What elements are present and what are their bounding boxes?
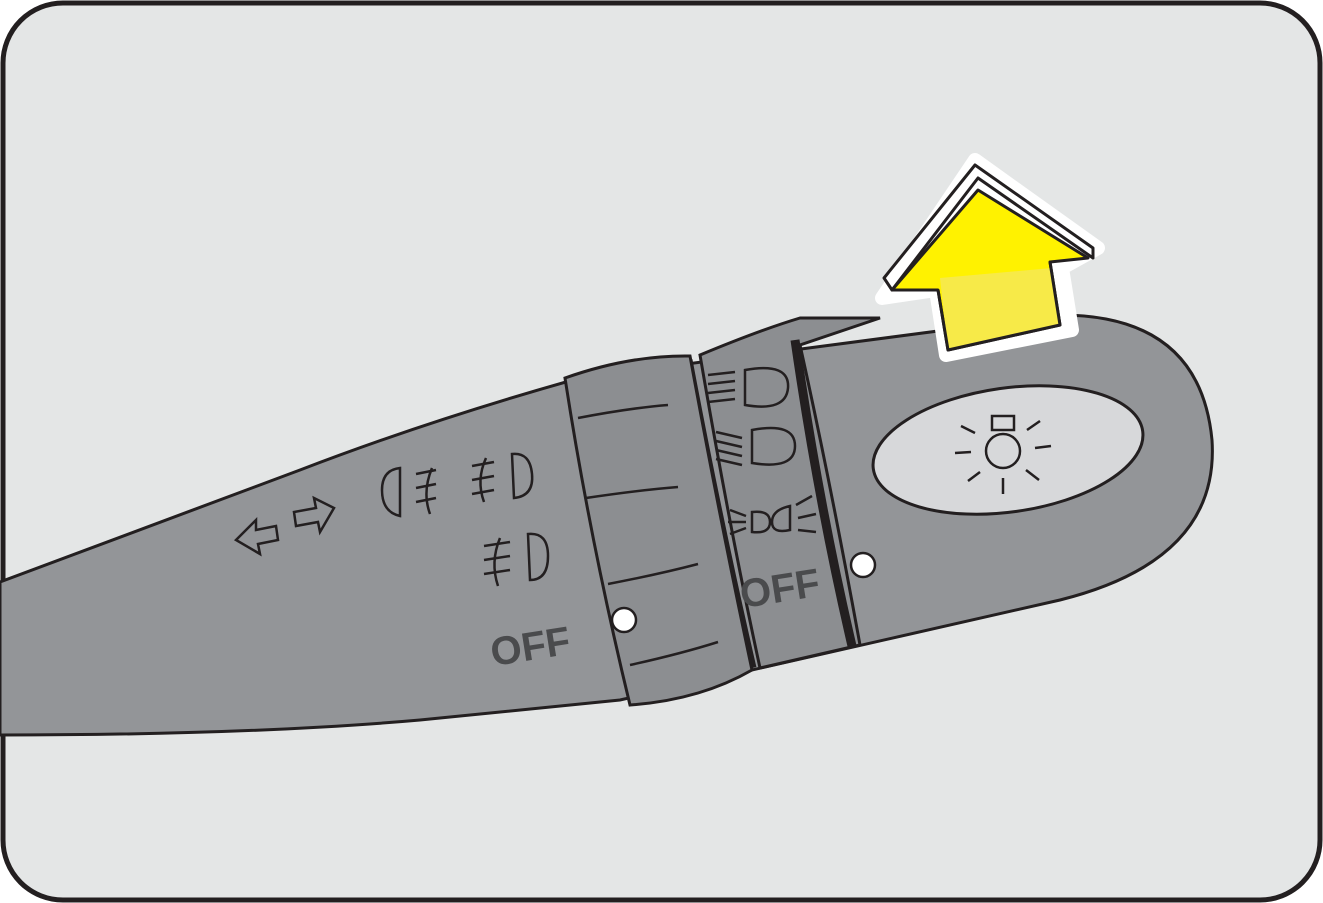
arrow-lower-outline — [936, 261, 1062, 352]
arrow-lower-shade — [940, 268, 1060, 350]
low-beam-icon — [715, 426, 797, 467]
rear-fog-lamp-icon — [483, 532, 550, 587]
ring-band-right — [790, 339, 857, 648]
parking-lamp-icon — [728, 494, 817, 536]
fog-index-dot — [610, 606, 638, 634]
front-and-rear-fog-lamp-icon — [380, 452, 534, 518]
push-up-arrow-icon — [875, 153, 1105, 362]
arrow-side-face — [882, 163, 1095, 292]
tip-oval — [871, 384, 1145, 516]
interior-light-icon — [954, 414, 1052, 494]
high-beam-icon — [707, 366, 790, 408]
tip-index-dot — [849, 551, 877, 579]
turn-signal-arrows-icon — [233, 495, 336, 557]
fog-ring-ridges — [577, 403, 719, 667]
